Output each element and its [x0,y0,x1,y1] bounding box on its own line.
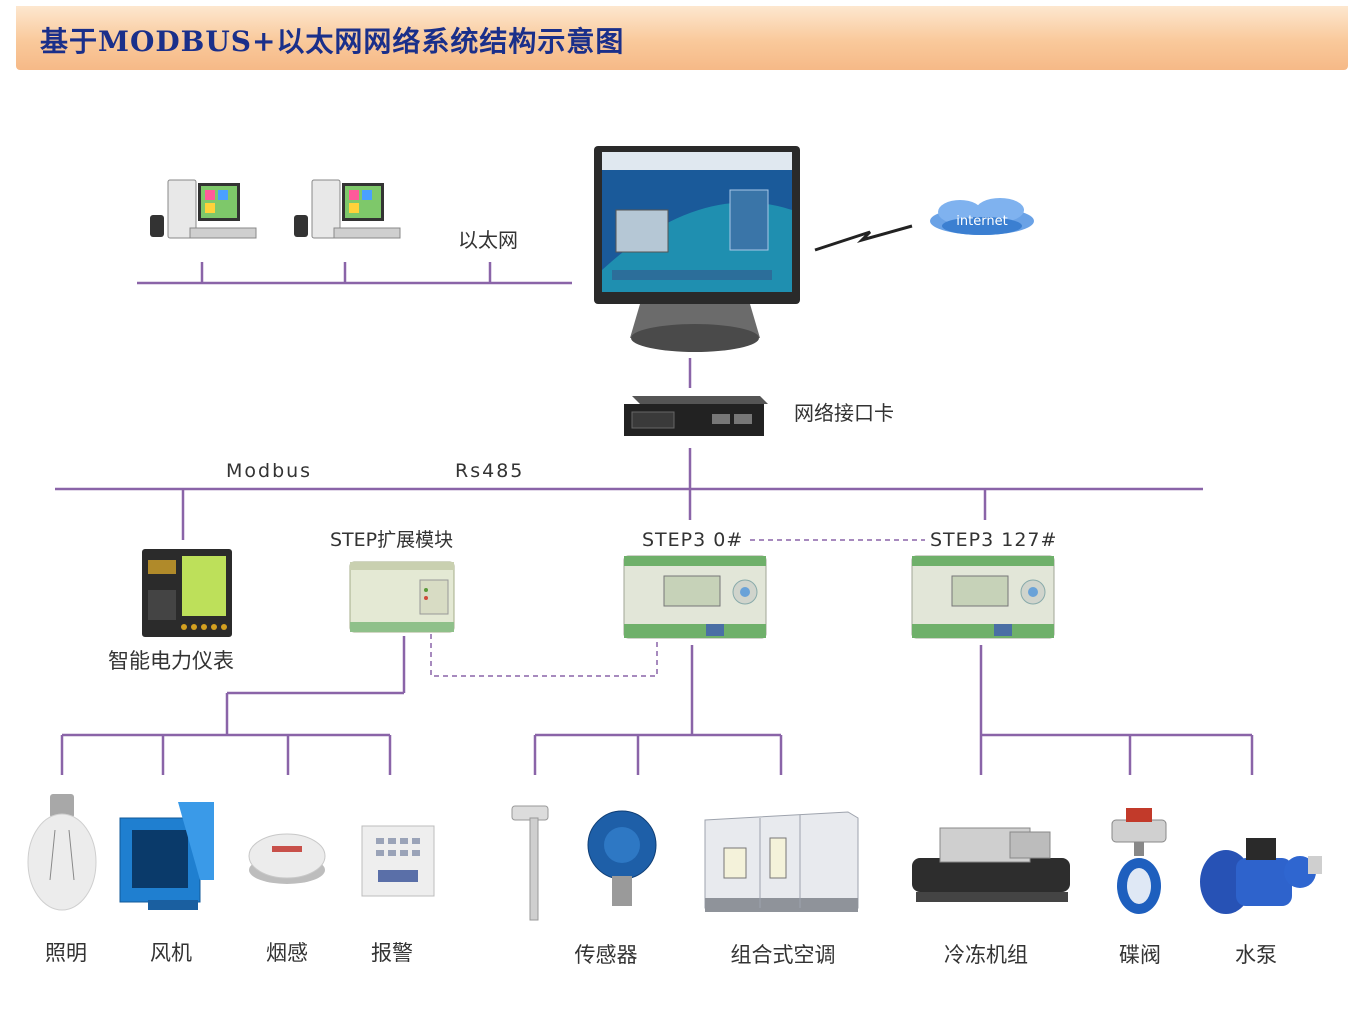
step3-0-controller [623,555,767,639]
modbus-label: Modbus [226,460,312,482]
title-banner: 基于MODBUS+以太网网络系统结构示意图 [16,6,1348,70]
water-pump-icon [1200,838,1322,914]
device-label-butterfly-valve: 碟阀 [1119,943,1161,967]
chiller-unit-icon [912,827,1070,902]
device-label-smoke: 烟感 [266,941,308,965]
dashed-links [430,539,925,677]
internet-label: internet [956,214,1007,229]
device-label-water-pump: 水泵 [1235,943,1277,967]
main-monitor [594,146,800,352]
step-expansion-module [349,561,455,633]
step3-0-label: STEP3 0# [642,529,743,551]
power-meter-label: 智能电力仪表 [108,649,234,673]
power-meter-icon [142,549,232,637]
connection-lines [55,262,1254,775]
device-label-fan: 风机 [150,941,192,965]
pc-1 [150,179,257,239]
pressure-sensor-icon [587,810,657,906]
alarm-keypad-icon [361,825,435,897]
device-label-alarm: 报警 [371,941,413,965]
device-label-ahu: 组合式空调 [731,943,836,967]
step3-127-controller [911,555,1055,639]
duct-sensor-icon [511,805,549,921]
page-title: 基于MODBUS+以太网网络系统结构示意图 [40,25,625,58]
butterfly-valve-icon [1111,808,1167,914]
fan-icon [119,802,214,910]
light-bulb-icon [27,794,97,911]
pc-2 [294,179,401,239]
step3-127-label: STEP3 127# [930,529,1057,551]
device-label-lighting: 照明 [45,941,87,965]
air-handling-unit-icon [704,811,859,912]
smoke-detector-icon [248,833,326,884]
wireless-link-icon [814,224,913,252]
rs485-label: Rs485 [455,460,524,482]
ethernet-label: 以太网 [458,228,518,252]
device-label-sensor: 传感器 [575,943,638,967]
internet-cloud-icon [930,198,1034,235]
network-interface-card [624,396,768,436]
step-expansion-label: STEP扩展模块 [330,529,453,551]
network-card-label: 网络接口卡 [794,401,894,425]
device-label-chiller: 冷冻机组 [944,943,1028,967]
